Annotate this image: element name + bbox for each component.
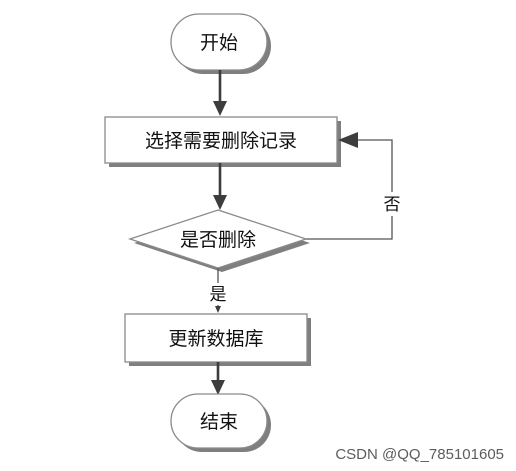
watermark-text: CSDN @QQ_785101605 (335, 446, 504, 463)
yes-label: 是 (210, 285, 227, 305)
end-node: 结束 (170, 393, 271, 452)
decision-node: 是否删除 (127, 209, 310, 272)
update-database-label: 更新数据库 (168, 328, 263, 350)
end-label: 结束 (200, 411, 238, 433)
arrow-head (213, 101, 227, 116)
select-records-node: 选择需要删除记录 (104, 116, 341, 167)
start-node: 开始 (170, 13, 271, 74)
arrow-head (215, 306, 221, 313)
decision-label: 是否删除 (180, 229, 256, 251)
update-database-node: 更新数据库 (124, 313, 311, 366)
start-label: 开始 (200, 32, 238, 54)
edge-no-loop (306, 139, 393, 240)
select-records-label: 选择需要删除记录 (145, 130, 297, 152)
arrow-head (213, 195, 227, 210)
arrow-head (211, 380, 225, 395)
arrow-head (338, 132, 358, 148)
no-label: 否 (384, 195, 401, 215)
